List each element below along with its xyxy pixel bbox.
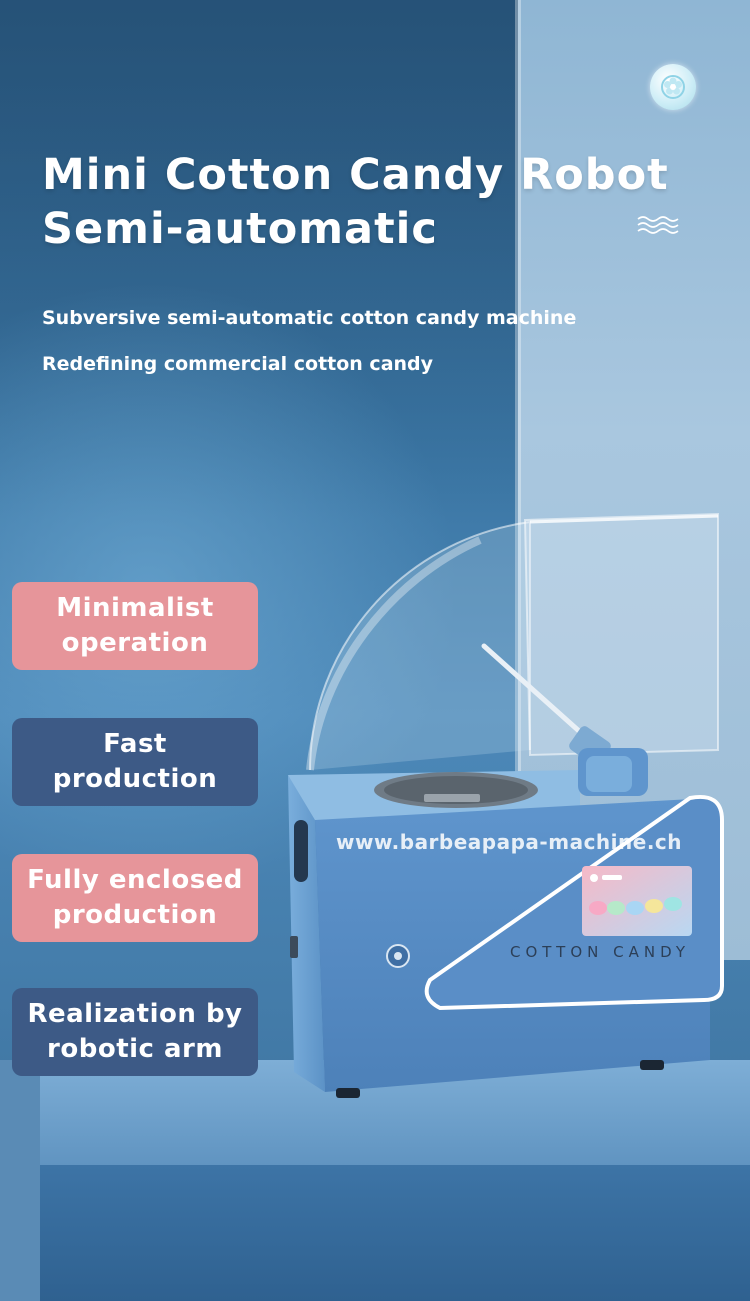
title-line-1: Mini Cotton Candy Robot [42, 150, 669, 200]
watermark: www.barbeapapa-machine.ch [336, 830, 683, 854]
subtitle-2: Redefining commercial cotton candy [42, 353, 434, 375]
waves-icon [637, 216, 679, 234]
feature-fast-production: Fast production [12, 718, 258, 806]
feature-label: Fully enclosed production [27, 865, 243, 930]
yellow-candy-icon [645, 899, 663, 913]
subtitle-1: Subversive semi-automatic cotton candy m… [42, 307, 577, 329]
feature-label: Realization by robotic arm [27, 999, 243, 1064]
machine-panel-label: COTTON CANDY [510, 943, 690, 961]
feature-robotic-arm: Realization by robotic arm [12, 988, 258, 1076]
cotton-candy-machine-image [288, 512, 724, 1098]
green-candy-icon [607, 901, 625, 915]
platform-front [40, 1165, 750, 1301]
pink-candy-icon [589, 901, 607, 915]
blue-candy-icon [626, 901, 644, 915]
platform-side [0, 1060, 42, 1301]
feature-fully-enclosed-production: Fully enclosed production [12, 854, 258, 942]
background-panel-edge [515, 0, 521, 960]
feature-label: Fast production [52, 729, 218, 794]
cotton-candy-badge-icon [650, 64, 696, 110]
feature-minimalist-operation: Minimalist operation [12, 582, 258, 670]
feature-label: Minimalist operation [56, 593, 214, 658]
title-line-2: Semi-automatic [42, 204, 438, 254]
aqua-candy-icon [664, 897, 682, 911]
page-title: Mini Cotton Candy Robot Semi-automatic [42, 148, 669, 256]
